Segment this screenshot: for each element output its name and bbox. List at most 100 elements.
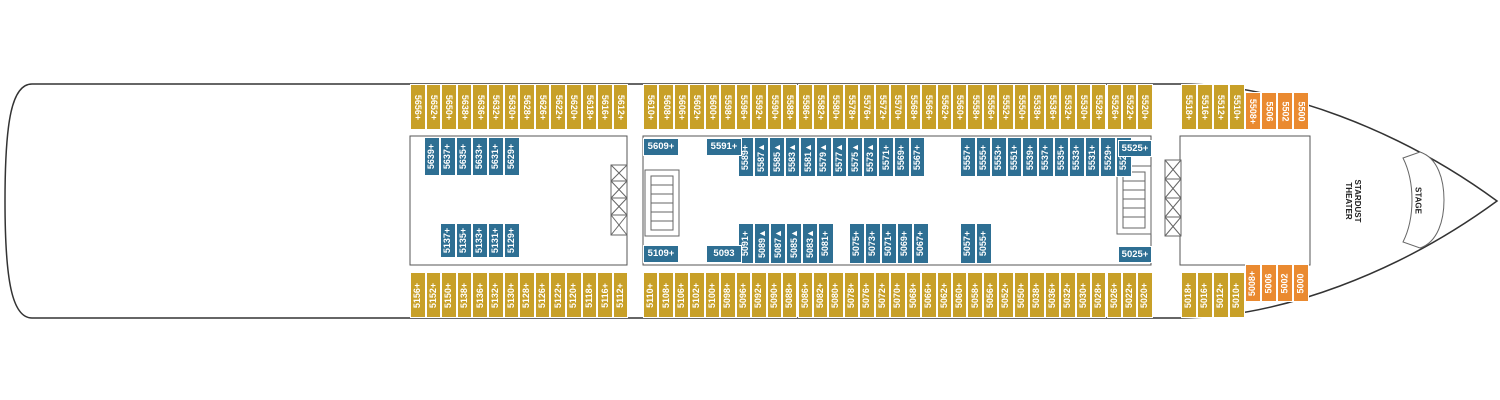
cabin-5637[interactable]: 5637+	[440, 137, 456, 176]
cabin-5026[interactable]: 5026+	[1106, 272, 1122, 318]
cabin-5586[interactable]: 5586+	[797, 84, 813, 130]
cabin-5557[interactable]: 5557+	[960, 137, 976, 177]
cabin-5538[interactable]: 5538+	[1029, 84, 1045, 130]
cabin-5089[interactable]: 5089▲	[754, 223, 770, 264]
cabin-5133[interactable]: 5133+	[472, 223, 488, 258]
cabin-5591[interactable]: 5591+	[706, 138, 742, 156]
cabin-5025[interactable]: 5025+	[1118, 246, 1152, 263]
cabin-5598[interactable]: 5598+	[720, 84, 736, 130]
cabin-5590[interactable]: 5590+	[766, 84, 783, 130]
cabin-5539[interactable]: 5539+	[1022, 137, 1038, 177]
cabin-5138[interactable]: 5138+	[456, 272, 473, 318]
cabin-5609[interactable]: 5609+	[643, 138, 679, 156]
cabin-5535[interactable]: 5535+	[1053, 137, 1070, 177]
cabin-5556[interactable]: 5556+	[982, 84, 999, 130]
cabin-5656[interactable]: 5656+	[410, 84, 426, 130]
cabin-5602[interactable]: 5602+	[689, 84, 705, 130]
cabin-5633[interactable]: 5633+	[472, 137, 488, 176]
cabin-5068[interactable]: 5068+	[905, 272, 922, 318]
cabin-5528[interactable]: 5528+	[1091, 84, 1107, 130]
cabin-5558[interactable]: 5558+	[967, 84, 983, 130]
cabin-5012[interactable]: 5012+	[1213, 272, 1229, 318]
cabin-5130[interactable]: 5130+	[503, 272, 520, 318]
cabin-5060[interactable]: 5060+	[952, 272, 968, 318]
cabin-5122[interactable]: 5122+	[550, 272, 566, 318]
cabin-5055[interactable]: 5055+	[976, 223, 992, 264]
cabin-5635[interactable]: 5635+	[456, 137, 472, 176]
cabin-5080[interactable]: 5080+	[828, 272, 844, 318]
cabin-5525[interactable]: 5525+	[1118, 140, 1152, 157]
cabin-5639[interactable]: 5639+	[424, 137, 440, 176]
cabin-5562[interactable]: 5562+	[936, 84, 952, 130]
cabin-5002[interactable]: 5002	[1277, 264, 1293, 302]
cabin-5081[interactable]: 5081+	[818, 223, 834, 264]
cabin-5606[interactable]: 5606+	[673, 84, 690, 130]
cabin-5152[interactable]: 5152+	[425, 272, 442, 318]
cabin-5090[interactable]: 5090+	[766, 272, 783, 318]
cabin-5052[interactable]: 5052+	[998, 272, 1014, 318]
cabin-5512[interactable]: 5512+	[1213, 84, 1229, 130]
cabin-5136[interactable]: 5136+	[472, 272, 488, 318]
cabin-5522[interactable]: 5522+	[1121, 84, 1138, 130]
cabin-5518[interactable]: 5518+	[1181, 84, 1197, 130]
cabin-5018[interactable]: 5018+	[1181, 272, 1197, 318]
cabin-5093[interactable]: 5093	[706, 245, 742, 263]
cabin-5118[interactable]: 5118+	[581, 272, 598, 318]
cabin-5086[interactable]: 5086+	[797, 272, 813, 318]
cabin-5566[interactable]: 5566+	[921, 84, 937, 130]
cabin-5571[interactable]: 5571+	[878, 137, 894, 177]
cabin-5576[interactable]: 5576+	[859, 84, 875, 130]
cabin-5578[interactable]: 5578+	[843, 84, 860, 130]
cabin-5126[interactable]: 5126+	[534, 272, 551, 318]
cabin-5577[interactable]: 5577▲	[831, 137, 848, 177]
cabin-5550[interactable]: 5550+	[1013, 84, 1030, 130]
cabin-5006[interactable]: 5006	[1261, 264, 1277, 302]
cabin-5088[interactable]: 5088+	[782, 272, 798, 318]
cabin-5650[interactable]: 5650+	[441, 84, 457, 130]
cabin-5516[interactable]: 5516+	[1197, 84, 1213, 130]
cabin-5096[interactable]: 5096+	[735, 272, 752, 318]
cabin-5631[interactable]: 5631+	[488, 137, 504, 176]
cabin-5022[interactable]: 5022+	[1121, 272, 1138, 318]
cabin-5520[interactable]: 5520+	[1137, 84, 1153, 130]
cabin-5000[interactable]: 5000	[1293, 264, 1309, 302]
cabin-5569[interactable]: 5569+	[894, 137, 910, 177]
cabin-5573[interactable]: 5573▲	[862, 137, 879, 177]
cabin-5016[interactable]: 5016+	[1197, 272, 1213, 318]
cabin-5083[interactable]: 5083▲	[802, 223, 818, 264]
cabin-5587[interactable]: 5587▲	[753, 137, 770, 177]
cabin-5066[interactable]: 5066+	[921, 272, 937, 318]
cabin-5567[interactable]: 5567+	[909, 137, 926, 177]
cabin-5132[interactable]: 5132+	[488, 272, 504, 318]
cabin-5622[interactable]: 5622+	[550, 84, 566, 130]
cabin-5583[interactable]: 5583▲	[784, 137, 801, 177]
cabin-5082[interactable]: 5082+	[812, 272, 829, 318]
cabin-5618[interactable]: 5618+	[581, 84, 598, 130]
cabin-5555[interactable]: 5555+	[975, 137, 992, 177]
cabin-5502[interactable]: 5502	[1277, 92, 1293, 130]
cabin-5010[interactable]: 5010+	[1229, 272, 1245, 318]
cabin-5581[interactable]: 5581▲	[800, 137, 816, 177]
cabin-5628[interactable]: 5628+	[519, 84, 535, 130]
cabin-5570[interactable]: 5570+	[890, 84, 906, 130]
cabin-5626[interactable]: 5626+	[534, 84, 551, 130]
cabin-5137[interactable]: 5137+	[440, 223, 456, 258]
cabin-5072[interactable]: 5072+	[874, 272, 891, 318]
cabin-5069[interactable]: 5069+	[897, 223, 913, 264]
cabin-5020[interactable]: 5020+	[1137, 272, 1153, 318]
cabin-5610[interactable]: 5610+	[643, 84, 659, 130]
cabin-5087[interactable]: 5087▲	[770, 223, 786, 264]
cabin-5100[interactable]: 5100+	[704, 272, 721, 318]
cabin-5028[interactable]: 5028+	[1091, 272, 1107, 318]
cabin-5537[interactable]: 5537+	[1038, 137, 1054, 177]
cabin-5568[interactable]: 5568+	[905, 84, 922, 130]
cabin-5092[interactable]: 5092+	[751, 272, 767, 318]
cabin-5596[interactable]: 5596+	[735, 84, 752, 130]
cabin-5073[interactable]: 5073+	[865, 223, 881, 264]
cabin-5530[interactable]: 5530+	[1075, 84, 1092, 130]
cabin-5529[interactable]: 5529+	[1100, 137, 1116, 177]
cabin-5560[interactable]: 5560+	[952, 84, 968, 130]
cabin-5608[interactable]: 5608+	[658, 84, 674, 130]
cabin-5116[interactable]: 5116+	[597, 272, 613, 318]
cabin-5056[interactable]: 5056+	[982, 272, 999, 318]
